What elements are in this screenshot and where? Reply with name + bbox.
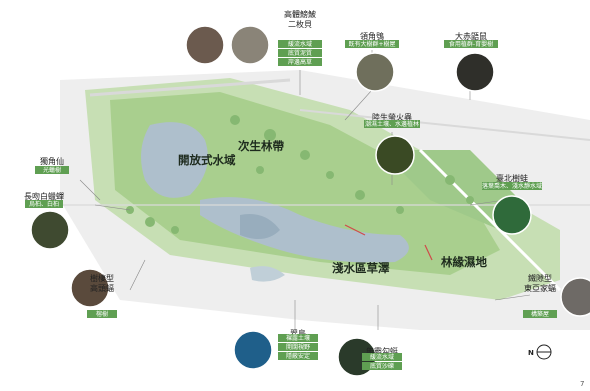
habitat-tag: [25, 200, 63, 208]
habitat-tag-text: 潮濕土壤、水邊植林: [365, 120, 419, 128]
lanternfly-photo: [30, 210, 70, 250]
species-name: 高頭蝠: [90, 283, 114, 293]
pond-inner: [240, 214, 280, 239]
kingfisher-photo: [233, 330, 273, 370]
habitat-tag: [444, 40, 498, 48]
flying-squirrel-photo: [455, 52, 495, 92]
habitat-tag-text: 榕樹: [96, 310, 108, 318]
species-name: 臺北樹蛙: [496, 173, 528, 183]
pond-open-water: [141, 122, 208, 198]
habitat-tag-text: 緩流水域: [288, 40, 312, 48]
habitat-tag: [278, 343, 318, 351]
species-name: 長吻白蠟蟬: [24, 191, 64, 201]
zone-open-water: 開放式水域: [178, 153, 236, 167]
habitat-tag-text: 落葉喬木、淺水靜水域: [482, 182, 542, 190]
fish-and-clam-photo: [185, 25, 225, 65]
zone-secondary-forest: 次生林帶: [238, 139, 284, 153]
habitat-tag-text: 烏桕、白桕: [29, 200, 59, 208]
species-name: 領角鴞: [360, 31, 384, 41]
habitat-tag: [345, 40, 399, 48]
species-name: 翠鳥: [290, 328, 306, 338]
habitat-tag-text: 光蠟樹: [43, 166, 61, 174]
habitat-tag: [523, 310, 557, 318]
species-name: 大赤鼯鼠: [455, 31, 487, 41]
habitat-tag: [482, 182, 542, 190]
species-name: 獨角仙: [40, 156, 64, 166]
species-name: 鐵隙型: [528, 273, 552, 283]
tree-frog-photo: [492, 195, 532, 235]
road-line: [418, 148, 562, 292]
zone-shallow-meadow: 淺水區草澤: [331, 261, 390, 275]
road-line: [89, 78, 291, 97]
habitat-tag-text: 既有大樹群+樹屋: [348, 40, 395, 48]
road-line: [299, 109, 590, 141]
species-name: 陸生螢火蟲: [372, 112, 412, 122]
species-name: 樹棲型: [90, 273, 114, 283]
compass-label: N: [528, 349, 534, 357]
tree-dots: [126, 115, 474, 234]
habitat-tag: [278, 49, 322, 57]
compass: N: [528, 344, 552, 360]
species-name: 無霸勾蜓: [366, 346, 398, 356]
habitat-tag-text: 岸邊高草: [288, 58, 312, 66]
habitat-tag-text: 底質泥質: [288, 49, 312, 57]
zone-forest-wetland: 林緣濕地: [441, 255, 487, 269]
habitat-tag-text: 開闊視野: [286, 343, 310, 351]
species-name: 高體鰟鮍: [284, 9, 316, 19]
habitat-tag: [278, 58, 322, 66]
owl-photo: [355, 52, 395, 92]
habitat-tag: [364, 120, 420, 128]
habitat-tag-text: 隱蔽安定: [286, 352, 310, 360]
habitat-tag-text: 底質沙礫: [370, 362, 394, 370]
habitat-tag: [278, 352, 318, 360]
habitat-tag-text: 構築屋: [531, 310, 549, 318]
habitat-tag: [35, 166, 69, 174]
house-bat-photo: [560, 277, 590, 317]
red-marker: [344, 224, 366, 236]
species-name: 東亞家蝠: [524, 283, 556, 293]
habitat-tag-text: 食用植群-育嬰樹: [449, 40, 493, 48]
species-name: 二枚貝: [288, 19, 312, 29]
habitat-tag: [87, 310, 117, 318]
habitat-tag: [362, 362, 402, 370]
habitat-tag-text: 緩流水域: [370, 353, 394, 361]
habitat-tag: [278, 334, 318, 342]
firefly-photo: [375, 135, 415, 175]
bat-photo: [70, 268, 110, 308]
forest-patch: [380, 150, 520, 230]
fish-and-clam-photo: [230, 25, 270, 65]
park-vegetation: [110, 92, 500, 275]
habitat-tag-text: 裸露土壤: [286, 334, 310, 342]
small-pool: [250, 266, 285, 282]
red-marker: [424, 244, 433, 261]
pond-marsh: [200, 197, 409, 263]
habitat-tag: [362, 353, 402, 361]
habitat-tag: [278, 40, 322, 48]
page-number: 7: [580, 380, 584, 388]
